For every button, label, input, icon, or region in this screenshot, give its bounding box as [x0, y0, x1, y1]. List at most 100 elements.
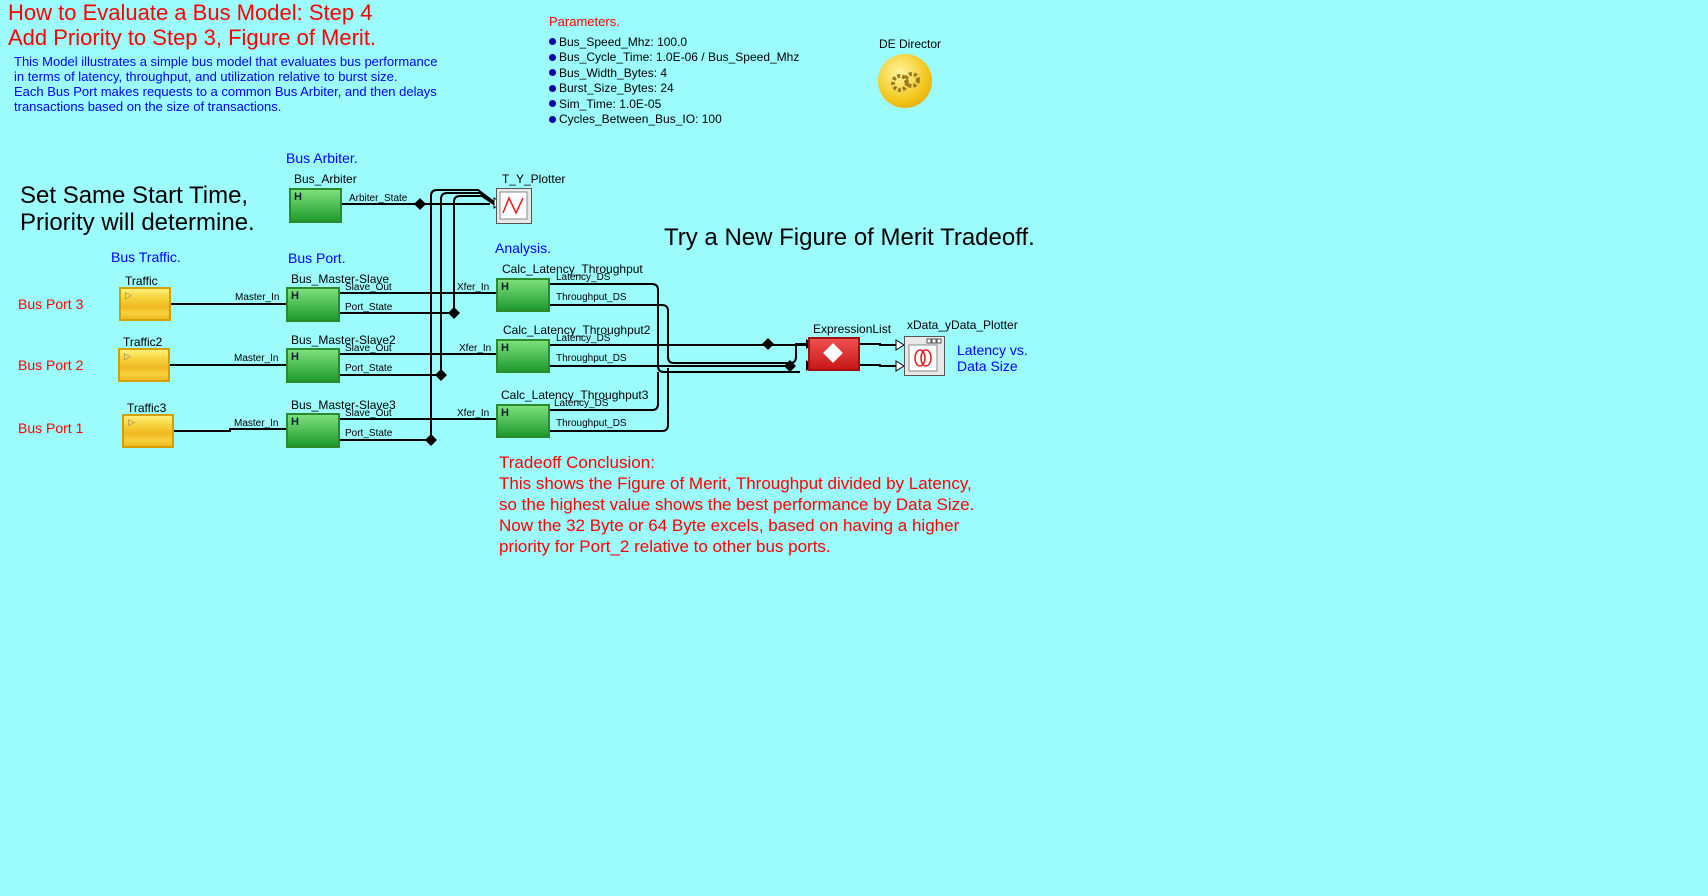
master-in-port-label: Master_In	[235, 292, 280, 303]
bus-port-section-label: Bus Port.	[288, 250, 346, 266]
xy-plot-icon	[908, 338, 942, 372]
latency-ds-port-label: Latency_DS	[556, 333, 611, 344]
throughput-ds-port-label: Throughput_DS	[556, 418, 627, 429]
expression-list-name: ExpressionList	[813, 322, 892, 336]
hierarchy-icon: H	[291, 416, 299, 428]
traffic2-actor[interactable]: ▷	[118, 348, 170, 382]
conclusion-line1: This shows the Figure of Merit, Throughp…	[499, 474, 972, 493]
master-slave2-name: Bus_Master-Slave2	[291, 333, 396, 347]
conclusion-line2: so the highest value shows the best perf…	[499, 495, 975, 514]
description-line2: in terms of latency, throughput, and uti…	[14, 69, 398, 84]
bus-port-2-label: Bus Port 2	[18, 357, 84, 373]
parameter-item[interactable]: Sim_Time: 1.0E-05	[549, 96, 799, 112]
expression-icon	[823, 343, 843, 363]
parameter-item[interactable]: Bus_Cycle_Time: 1.0E-06 / Bus_Speed_Mhz	[549, 50, 799, 66]
parameter-bullet-icon	[549, 38, 556, 46]
bus-port-3-label: Bus Port 3	[18, 296, 84, 312]
calc-name: Calc_Latency_Throughput	[502, 262, 643, 276]
port-state-port-label: Port_State	[345, 428, 393, 439]
bus-arbiter-actor[interactable]: H	[289, 188, 342, 223]
gears-icon	[891, 72, 920, 92]
xfer-in-port-label: Xfer_In	[457, 282, 490, 293]
bus-master-slave3-actor[interactable]: H	[286, 413, 340, 448]
parameter-item[interactable]: Bus_Speed_Mhz: 100.0	[549, 34, 799, 50]
wire-traffic3	[172, 428, 286, 432]
page-title-line2: Add Priority to Step 3, Figure of Merit.	[8, 25, 377, 50]
ty-plotter-actor[interactable]	[496, 188, 532, 224]
parameters-list: Bus_Speed_Mhz: 100.0 Bus_Cycle_Time: 1.0…	[549, 34, 799, 127]
master-in-port-label: Master_In	[234, 353, 279, 364]
latency-ds-port-label: Latency_DS	[556, 272, 611, 283]
throughput-ds-port-label: Throughput_DS	[556, 292, 627, 303]
start-time-note-line2: Priority will determine.	[20, 209, 255, 236]
xfer-in-port-label: Xfer_In	[457, 408, 490, 419]
parameter-bullet-icon	[549, 69, 556, 77]
description-line4: transactions based on the size of transa…	[14, 99, 282, 114]
bus-arbiter-name: Bus_Arbiter	[294, 172, 357, 186]
parameter-bullet-icon	[549, 100, 556, 108]
slave-out-port-label: Slave_Out	[345, 343, 392, 354]
conclusion-line3: Now the 32 Byte or 64 Byte excels, based…	[499, 516, 960, 535]
play-icon: ▷	[124, 351, 131, 361]
parameter-bullet-icon	[549, 115, 556, 123]
traffic2-name: Traffic2	[123, 335, 163, 349]
master-slave-name: Bus_Master-Slave	[291, 272, 390, 286]
arbiter-state-port-label: Arbiter_State	[349, 193, 408, 204]
hierarchy-icon: H	[501, 407, 509, 419]
expression-list-actor[interactable]	[808, 337, 860, 371]
parameter-bullet-icon	[549, 84, 556, 92]
master-slave3-name: Bus_Master-Slave3	[291, 398, 396, 412]
port-state-port-label: Port_State	[345, 302, 393, 313]
slave-out-port-label: Slave_Out	[345, 282, 392, 293]
conclusion-heading: Tradeoff Conclusion:	[499, 453, 655, 472]
parameter-item[interactable]: Cycles_Between_Bus_IO: 100	[549, 112, 799, 128]
description-line3: Each Bus Port makes requests to a common…	[14, 84, 437, 99]
hierarchy-icon: H	[294, 191, 302, 203]
calc-latency-throughput-actor[interactable]: H	[496, 278, 550, 312]
director-label: DE Director	[879, 37, 942, 51]
parameter-bullet-icon	[549, 53, 556, 61]
xy-plotter-actor[interactable]	[904, 336, 945, 376]
hierarchy-icon: H	[501, 281, 509, 293]
description-line1: This Model illustrates a simple bus mode…	[14, 54, 438, 69]
calc-latency-throughput2-actor[interactable]: H	[496, 339, 550, 373]
traffic-actor[interactable]: ▷	[119, 287, 171, 321]
latency-ds-port-label: Latency_DS	[554, 398, 609, 409]
bus-traffic-section-label: Bus Traffic.	[111, 249, 181, 265]
play-icon: ▷	[128, 417, 135, 427]
bus-arbiter-section-label: Bus Arbiter.	[286, 150, 358, 166]
bus-master-slave-actor[interactable]: H	[286, 287, 340, 322]
bus-master-slave2-actor[interactable]: H	[286, 348, 340, 383]
master-in-port-label: Master_In	[234, 418, 279, 429]
start-time-note-line1: Set Same Start Time,	[20, 182, 249, 209]
page-title-line1: How to Evaluate a Bus Model: Step 4	[8, 0, 373, 25]
calc2-name: Calc_Latency_Throughput2	[503, 323, 651, 337]
hierarchy-icon: H	[291, 351, 299, 363]
parameter-item[interactable]: Burst_Size_Bytes: 24	[549, 81, 799, 97]
tradeoff-heading: Try a New Figure of Merit Tradeoff.	[664, 224, 1035, 251]
xfer-in-port-label: Xfer_In	[459, 343, 492, 354]
parameter-item[interactable]: Bus_Width_Bytes: 4	[549, 65, 799, 81]
traffic-name: Traffic	[125, 274, 158, 288]
xy-plotter-name: xData_yData_Plotter	[907, 318, 1018, 332]
ty-plotter-name: T_Y_Plotter	[502, 172, 566, 186]
port-state-port-label: Port_State	[345, 363, 393, 374]
parameters-heading: Parameters.	[549, 14, 620, 29]
throughput-ds-port-label: Throughput_DS	[556, 353, 627, 364]
relation-diamond	[414, 198, 426, 210]
traffic3-actor[interactable]: ▷	[122, 414, 174, 448]
play-icon: ▷	[125, 290, 132, 300]
calc-latency-throughput3-actor[interactable]: H	[496, 404, 550, 438]
bus-port-1-label: Bus Port 1	[18, 420, 84, 436]
latency-note-line2: Data Size	[957, 358, 1018, 374]
hierarchy-icon: H	[501, 342, 509, 354]
conclusion-line4: priority for Port_2 relative to other bu…	[499, 537, 831, 556]
traffic3-name: Traffic3	[127, 401, 167, 415]
slave-out-port-label: Slave_Out	[345, 408, 392, 419]
calc3-name: Calc_Latency_Throughput3	[501, 388, 649, 402]
de-director[interactable]	[878, 54, 932, 108]
hierarchy-icon: H	[291, 290, 299, 302]
analysis-section-label: Analysis.	[495, 240, 552, 256]
timed-plot-icon	[499, 191, 528, 220]
